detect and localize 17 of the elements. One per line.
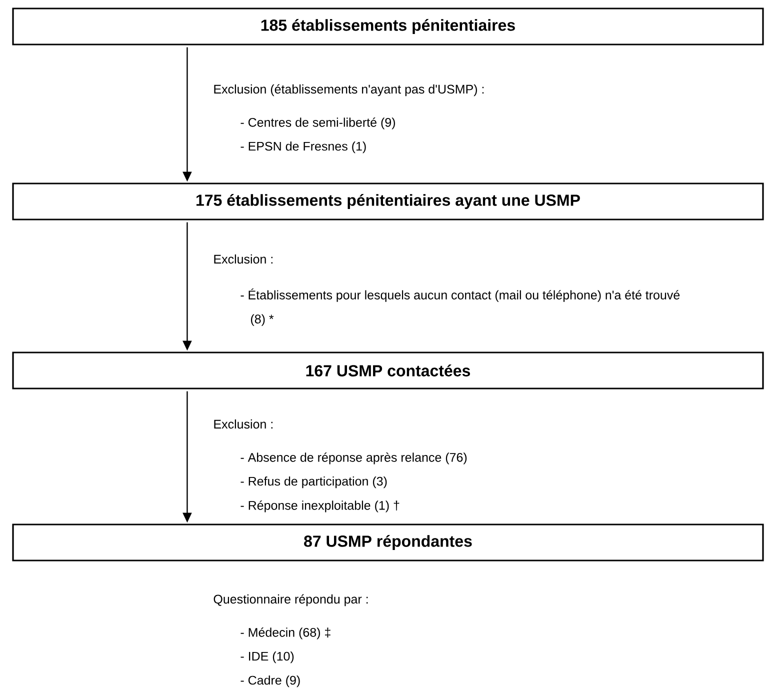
exclusion-item: - IDE (10) <box>240 651 294 664</box>
stage-box: 175 établissements pénitentiaires ayant une USMP <box>12 182 764 220</box>
exclusion-item: - Cadre (9) <box>240 675 300 688</box>
exclusion-item: - Absence de réponse après relance (76) <box>240 452 467 464</box>
exclusion-item: - Réponse inexploitable (1) † <box>240 500 400 512</box>
stage-box: 167 USMP contactées <box>12 352 764 390</box>
exclusion-heading: Exclusion : <box>214 419 272 429</box>
stage-box: 185 établissements pénitentiaires <box>12 8 764 46</box>
exclusion-item: - Médecin (68) ‡ <box>240 628 330 640</box>
exclusion-heading: Exclusion : <box>214 254 272 264</box>
exclusion-heading: Exclusion (établissements n'ayant pas d'USMP) : <box>214 84 484 96</box>
exclusion-item: - Établissements pour lesquels aucun contact (mail ou téléphone) n'a été trouvé (8) * <box>240 288 680 326</box>
exclusion-item: - Refus de participation (3) <box>240 476 387 488</box>
stage-box: 87 USMP répondantes <box>12 524 764 562</box>
exclusion-item: - EPSN de Fresnes (1) <box>240 142 366 154</box>
exclusion-item: - Centres de semi-liberté (9) <box>240 118 395 130</box>
exclusion-heading: Questionnaire répondu par : <box>214 594 368 606</box>
